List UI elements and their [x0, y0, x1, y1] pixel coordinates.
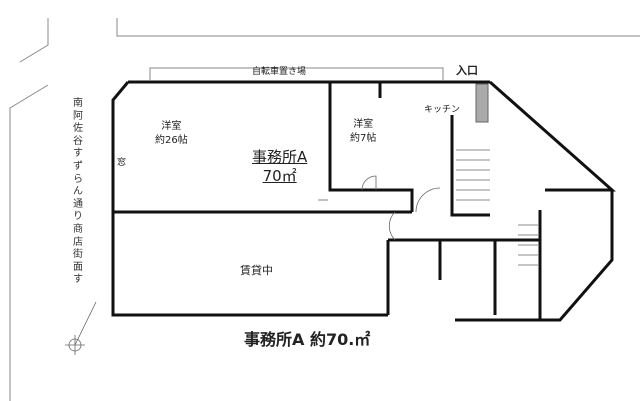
bicycle-parking-outline — [149, 67, 444, 80]
room-western-26: 洋室 約26帖 — [155, 120, 188, 148]
room-name: 洋室 — [161, 121, 182, 132]
label-bicycle-parking: 自転車置き場 — [252, 67, 307, 77]
wall-stairs — [450, 115, 490, 217]
room-size: 約7帖 — [350, 133, 377, 144]
wall-room-7 — [328, 82, 414, 212]
label-window: 窓 — [117, 158, 127, 168]
plan-title: 事務所A 約70.㎡ — [244, 330, 371, 349]
wall-outer-left — [111, 81, 388, 317]
label-entrance: 入口 — [456, 64, 478, 77]
office-label: 事務所A 70㎡ — [252, 148, 307, 186]
door-swing — [388, 211, 396, 241]
label-kitchen: キッチン — [424, 105, 461, 115]
label-street: 南阿佐谷すずらん通り商店街面す — [73, 98, 83, 286]
door-swing — [361, 175, 377, 191]
wall-right-diag — [489, 80, 616, 192]
street-boundary-left — [9, 84, 49, 401]
stairs — [318, 149, 538, 266]
wall-right-lower — [455, 190, 614, 322]
office-area: 70㎡ — [262, 167, 297, 185]
room-name: 洋室 — [353, 119, 374, 130]
stair-steps-lower — [518, 224, 538, 266]
room-size: 約26帖 — [155, 135, 188, 146]
street-boundary-top — [116, 18, 640, 37]
label-rented: 賃貸中 — [240, 264, 273, 277]
kitchen-counter — [475, 83, 489, 123]
door-swing — [415, 187, 441, 213]
street-boundary-corner — [19, 18, 49, 63]
office-name: 事務所A — [252, 148, 308, 166]
room-western-7: 洋室 約7帖 — [350, 118, 376, 146]
compass-icon — [65, 301, 97, 355]
wall-lower-right — [386, 210, 542, 320]
stair-steps-upper — [456, 149, 490, 201]
